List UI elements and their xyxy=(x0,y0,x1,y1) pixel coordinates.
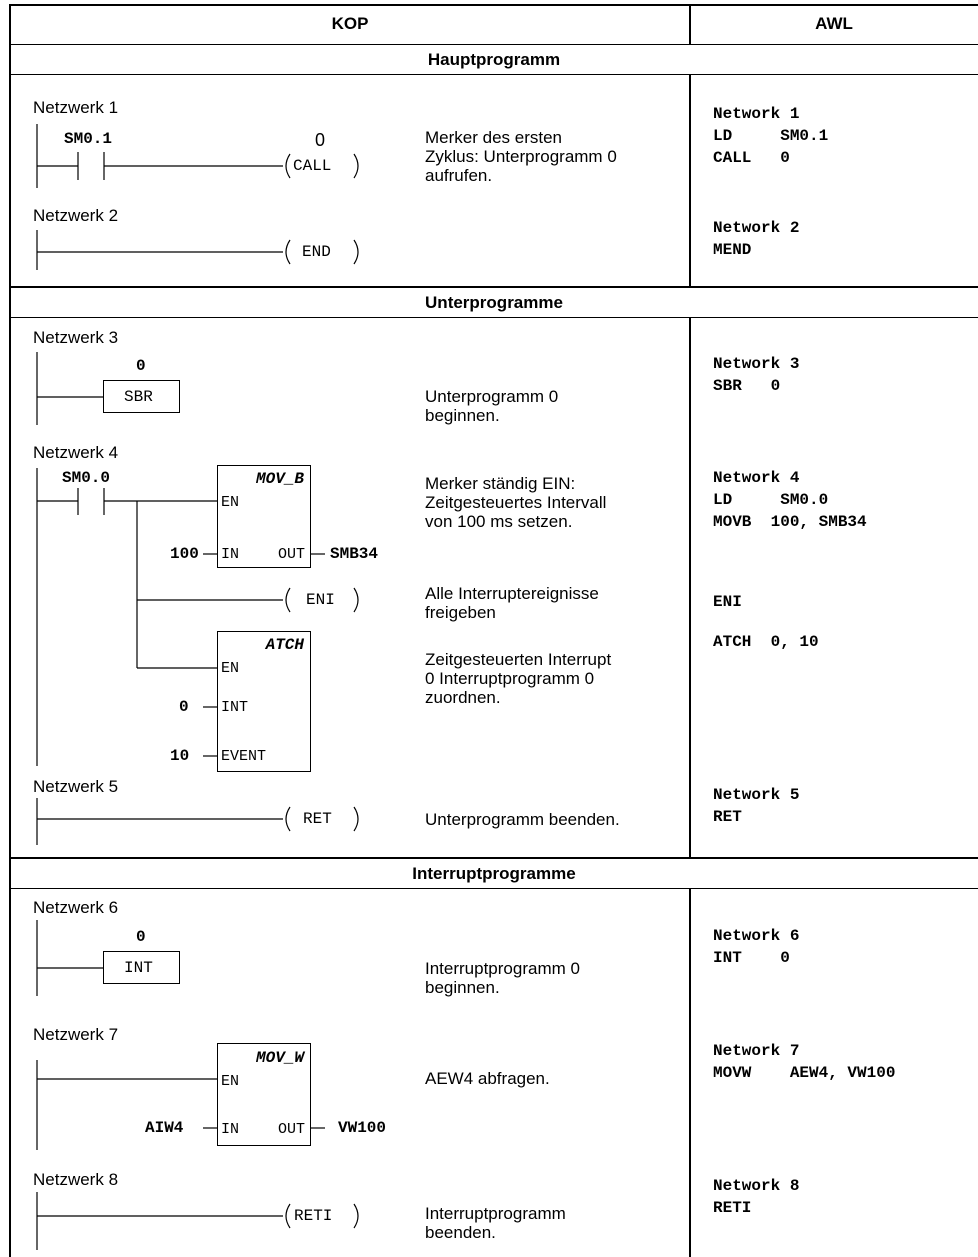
awl-column-header: AWL xyxy=(815,14,853,33)
table-column-divider xyxy=(689,74,691,287)
call-param: 0 xyxy=(315,130,326,150)
table-header-line xyxy=(9,44,978,45)
network-3-description: Unterprogramm 0 beginnen. xyxy=(425,387,559,425)
network-4-awl-atch: ATCH 0, 10 xyxy=(713,633,819,651)
section-title-main: Hauptprogramm xyxy=(427,50,561,69)
int-box-label: INT xyxy=(124,959,153,977)
network-5-description: Unterprogramm beenden. xyxy=(425,810,620,829)
section-line-1 xyxy=(9,74,978,75)
contact-sm0-0-label: SM0.0 xyxy=(62,469,111,487)
network-2-awl: Network 2 MEND xyxy=(713,219,800,259)
network-1-awl: Network 1 LD SM0.1 CALL 0 xyxy=(713,105,829,167)
mov-b-title: MOV_B xyxy=(255,470,304,488)
network-7-description: AEW4 abfragen. xyxy=(425,1069,550,1088)
mov-b-in-value: 100 xyxy=(170,545,199,563)
ret-coil-label: RET xyxy=(303,810,332,828)
section-line-5 xyxy=(9,888,978,889)
section-title-int: Interruptprogramme xyxy=(412,864,576,883)
table-column-divider xyxy=(689,4,691,45)
table-column-divider xyxy=(689,888,691,1257)
network-4-awl-eni: ENI xyxy=(713,593,742,611)
sbr-param: 0 xyxy=(136,357,146,375)
mov-w-in-pin: IN xyxy=(221,1121,240,1138)
mov-b-box: MOV_B EN IN OUT xyxy=(217,465,311,568)
network-8-title: Netzwerk 8 xyxy=(33,1170,119,1189)
section-line-4 xyxy=(9,857,978,859)
reti-coil-label: RETI xyxy=(294,1207,333,1225)
kop-column-header: KOP xyxy=(331,14,369,33)
section-title-sub: Unterprogramme xyxy=(425,293,563,312)
atch-box: ATCH EN INT EVENT xyxy=(217,631,311,772)
network-7-title: Netzwerk 7 xyxy=(33,1025,119,1044)
table-column-divider xyxy=(689,317,691,858)
mov-w-out-pin: OUT xyxy=(277,1121,305,1138)
atch-int-pin: INT xyxy=(221,699,249,716)
end-coil-label: END xyxy=(302,243,331,261)
network-3-title: Netzwerk 3 xyxy=(33,328,119,347)
network-4-description-1: Merker ständig EIN: Zeitgesteuertes Inte… xyxy=(425,474,607,531)
call-coil-label: CALL xyxy=(293,157,332,175)
mov-b-en-pin: EN xyxy=(221,494,240,511)
network-2-title: Netzwerk 2 xyxy=(33,206,119,225)
network-6-description: Interruptprogramm 0 beginnen. xyxy=(425,959,580,997)
network-6-title: Netzwerk 6 xyxy=(33,898,119,917)
mov-w-en-pin: EN xyxy=(221,1073,240,1090)
mov-w-in-value: AIW4 xyxy=(145,1119,184,1137)
int-param: 0 xyxy=(136,928,146,946)
table-border-top xyxy=(9,4,978,6)
atch-en-pin: EN xyxy=(221,660,240,677)
table-border-left xyxy=(9,4,11,1257)
network-8-awl: Network 8 RETI xyxy=(713,1177,800,1217)
network-7-awl: Network 7 MOVW AEW4, VW100 xyxy=(713,1042,896,1082)
mov-w-out-value: VW100 xyxy=(338,1119,387,1137)
network-1-description: Merker des ersten Zyklus: Unterprogramm … xyxy=(425,128,617,185)
contact-sm0-1-label: SM0.1 xyxy=(64,130,113,148)
section-line-2 xyxy=(9,286,978,288)
atch-int-value: 0 xyxy=(179,698,189,716)
mov-b-out-value: SMB34 xyxy=(330,545,379,563)
atch-title: ATCH xyxy=(265,636,304,654)
network-6-awl: Network 6 INT 0 xyxy=(713,927,800,967)
sbr-box: SBR xyxy=(103,380,180,413)
mov-b-out-pin: OUT xyxy=(277,546,305,563)
mov-w-box: MOV_W EN IN OUT xyxy=(217,1043,311,1146)
atch-event-pin: EVENT xyxy=(221,748,267,765)
eni-coil-label: ENI xyxy=(306,591,335,609)
sbr-box-label: SBR xyxy=(124,388,153,406)
network-8-description: Interruptprogramm beenden. xyxy=(425,1204,566,1242)
section-line-3 xyxy=(9,317,978,318)
network-4-awl: Network 4 LD SM0.0 MOVB 100, SMB34 xyxy=(713,469,867,531)
mov-w-title: MOV_W xyxy=(255,1049,304,1067)
network-4-description-3: Zeitgesteuerten Interrupt 0 Interruptpro… xyxy=(425,650,612,707)
network-3-awl: Network 3 SBR 0 xyxy=(713,355,800,395)
network-1-title: Netzwerk 1 xyxy=(33,98,119,117)
network-5-awl: Network 5 RET xyxy=(713,786,800,826)
int-box: INT xyxy=(103,951,180,984)
network-5-title: Netzwerk 5 xyxy=(33,777,119,796)
network-4-description-2: Alle Interruptereignisse freigeben xyxy=(425,584,599,622)
network-4-title: Netzwerk 4 xyxy=(33,443,119,462)
mov-b-in-pin: IN xyxy=(221,546,240,563)
atch-event-value: 10 xyxy=(170,747,190,765)
